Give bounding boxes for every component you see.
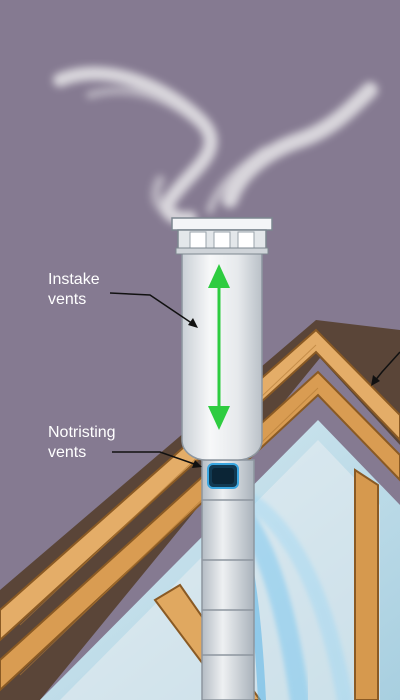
- intake-vents-label: Instake vents: [48, 270, 100, 310]
- intake-vents-label-line2: vents: [48, 291, 87, 308]
- double-headed-arrow-icon: [208, 264, 230, 430]
- leader-line-lower: [112, 451, 202, 468]
- intake-vents-label-line1: Instake: [48, 271, 100, 288]
- lower-vents-label-line2: vents: [48, 444, 87, 461]
- main-vent-pipe: [181, 251, 263, 461]
- leader-line-roof: [371, 351, 400, 386]
- lower-vent-pipe: [201, 459, 255, 700]
- vent-opening-icon: [207, 463, 239, 489]
- leader-line-intake: [109, 292, 198, 328]
- lower-vents-label: Notristing vents: [48, 423, 116, 463]
- smoke-plume: [53, 66, 378, 226]
- vent-cap: [171, 217, 273, 255]
- lower-vents-label-line1: Notristing: [48, 424, 116, 441]
